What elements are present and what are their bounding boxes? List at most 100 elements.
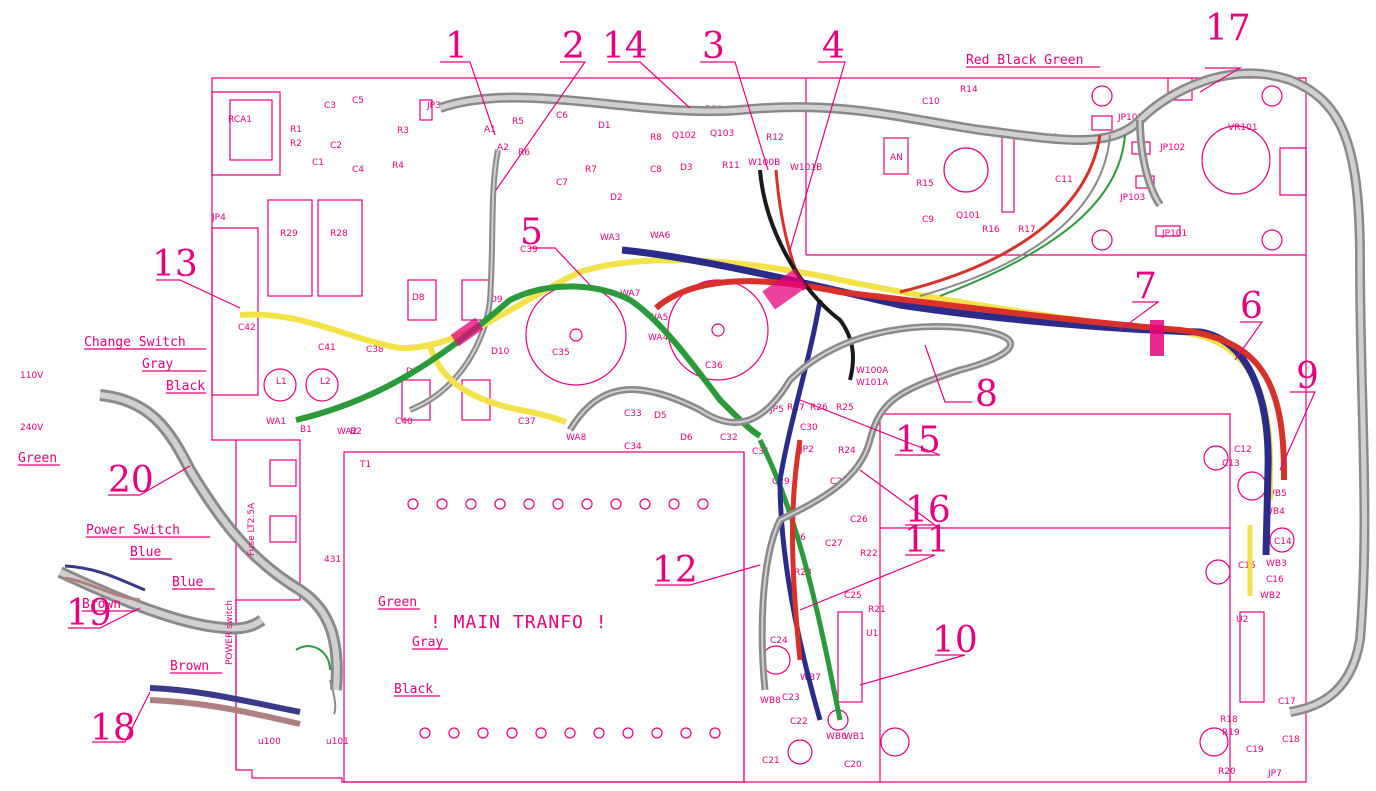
transformer-pin (680, 727, 692, 739)
component-label-wa7: WA7 (620, 289, 640, 299)
ic-u1 (837, 611, 863, 703)
callout-13: 13 (152, 244, 198, 285)
transformer-pin (552, 498, 564, 510)
component-label-jp5: JP5 (769, 405, 784, 415)
component-label-c33: C33 (624, 409, 642, 419)
callout-6: 6 (1240, 286, 1263, 327)
component-label-c8: C8 (650, 165, 662, 175)
component-label-q102: Q102 (672, 131, 696, 141)
component-label-r15: R15 (916, 179, 934, 189)
component-label-c11: C11 (1055, 175, 1073, 185)
component-label-c21: C21 (762, 756, 780, 766)
mount-hole (1205, 559, 1231, 585)
callout-7: 7 (1134, 266, 1157, 307)
transformer-pin (639, 498, 651, 510)
mount-hole (1261, 85, 1283, 107)
callout-20: 20 (108, 460, 154, 501)
ic-u101 (1001, 129, 1015, 213)
transformer-pin (448, 727, 460, 739)
component-label-wb5: WB5 (1266, 489, 1287, 499)
callout-19: 19 (66, 593, 112, 634)
component-label-c27: C27 (825, 539, 843, 549)
transformer-pin (419, 727, 431, 739)
component-label-l2: L2 (320, 377, 331, 387)
label-green-right: Green (378, 595, 417, 610)
callout-12: 12 (652, 550, 698, 591)
component-label-c14: C14 (1274, 537, 1292, 547)
resistor-r28 (317, 199, 363, 297)
rca1 (229, 99, 273, 161)
label-blue-2: Blue (172, 575, 203, 590)
component-label-r1: R1 (290, 125, 302, 135)
component-label-c20: C20 (844, 760, 862, 770)
component-label-c5: C5 (352, 96, 364, 106)
component-label-c36: C36 (705, 361, 723, 371)
component-label-w100b: W100B (748, 158, 780, 168)
label-black-right: Black (394, 682, 433, 697)
component-label-c23: C23 (782, 693, 800, 703)
callout-leaders (68, 61, 1316, 743)
component-label-r18: R18 (1220, 715, 1238, 725)
transformer-pin (709, 727, 721, 739)
component-label-wa3: WA3 (600, 233, 620, 243)
transformer-pin (622, 727, 634, 739)
callout-5: 5 (520, 212, 543, 253)
component-label-jp105: JP105 (1117, 113, 1143, 123)
callout-4: 4 (822, 26, 845, 67)
component-label-d1: D1 (598, 121, 611, 131)
component-label-w101a: W101A (856, 378, 889, 388)
component-label-c4: C4 (352, 165, 364, 175)
component-label-r21: R21 (868, 605, 886, 615)
component-label-r11: R11 (722, 161, 740, 171)
component-label-wa6: WA6 (650, 231, 671, 241)
cap-c12 (1237, 471, 1267, 501)
component-label-d10: D10 (491, 347, 510, 357)
ic-u2 (1239, 611, 1265, 703)
component-label-c2: C2 (330, 141, 342, 151)
component-label-c39: C39 (520, 245, 538, 255)
component-label-r2: R2 (290, 139, 302, 149)
inductor-l2 (305, 368, 339, 402)
component-label-c17: C17 (1278, 697, 1296, 707)
component-label-r29: R29 (280, 229, 298, 239)
label-110v: 110V (20, 371, 44, 381)
transformer-pins (407, 498, 721, 739)
component-label-wa1: WA1 (266, 417, 286, 427)
label-gray-right: Gray (412, 635, 443, 650)
callout-15: 15 (895, 420, 941, 461)
component-label-an: AN (890, 153, 903, 163)
component-label-c34: C34 (624, 442, 642, 452)
label-green-left: Green (18, 451, 57, 466)
component-label-c6: C6 (556, 111, 568, 121)
component-label-wb6: WB6 (826, 732, 847, 742)
callout-10: 10 (932, 620, 978, 661)
component-label-jp7: JP7 (1267, 769, 1282, 779)
transformer-pin (477, 727, 489, 739)
wires (57, 68, 1370, 727)
component-label-c38: C38 (366, 345, 384, 355)
label-240v: 240V (20, 423, 44, 433)
component-label-d5: D5 (654, 411, 667, 421)
component-label-c1: C1 (312, 158, 324, 168)
label-brown-2: Brown (170, 659, 209, 674)
component-label-wb2: WB2 (1260, 591, 1281, 601)
vr101-outline (1201, 125, 1271, 195)
callout-1: 1 (445, 26, 468, 67)
component-label-c9: C9 (922, 215, 934, 225)
component-label-jp2: JP2 (799, 445, 814, 455)
cap-c21 (787, 739, 813, 765)
component-label-r17: R17 (1018, 225, 1036, 235)
callout-16: 16 (905, 490, 951, 531)
component-label-w101b: W101B (790, 163, 822, 173)
component-label-u2: U2 (1236, 615, 1248, 625)
pcb-outlines (211, 77, 1307, 783)
mount-hole (1091, 85, 1113, 107)
component-label-r12: R12 (766, 133, 784, 143)
label-power-switch: Power Switch (86, 523, 180, 538)
component-label-a1: A1 (484, 125, 496, 135)
cap-c36-outline (667, 279, 769, 381)
resistor-r29 (267, 199, 313, 297)
label-change-switch: Change Switch (84, 335, 186, 350)
mount-hole (1091, 229, 1113, 251)
fuse-label: Fuse LT2.5A (247, 502, 257, 556)
